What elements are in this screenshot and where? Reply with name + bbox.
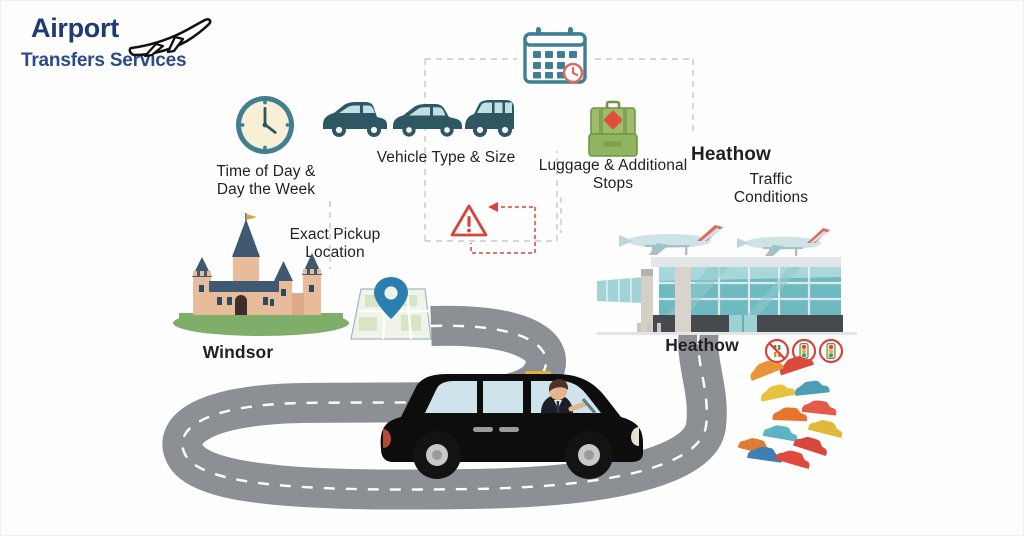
luggage-icon [588,100,638,157]
traffic-conditions-label: Traffic Conditions [701,171,841,208]
luggage-line2: Stops [592,175,634,193]
brand-line1: Airport [31,13,119,43]
airplane-left [619,225,723,255]
traffic-line1: Traffic [749,171,793,188]
jet-bridge [597,277,643,303]
time-of-day-line2: Day the Week [216,181,316,199]
calendar-icon [523,27,587,84]
arrow-head [488,202,498,212]
car-sedan [393,104,462,129]
castle-gate [235,295,247,315]
steering-wheel [581,398,597,414]
tail-light [383,429,391,448]
vehicle-type-line1: Vehicle Type & Size [376,149,516,166]
time-of-day-label: Time of Day & Day the Week [191,163,341,200]
pickup-line1: Exact Pickup [289,226,381,243]
pickup-line2: Location [305,244,365,262]
traffic-queue [737,352,845,470]
airport-terminal-illustration [597,225,857,335]
castle-roof [209,281,279,292]
airplane-right [737,228,830,256]
clock-icon [236,96,294,154]
time-of-day-line1: Time of Day & [216,163,316,180]
airplane-icon [128,18,212,58]
road-center-line [181,320,708,491]
destination-heading: Heathow [691,144,771,165]
castle-flag [246,214,257,220]
luggage-label: Luggage & Additional Stops [529,157,697,194]
prohibition-sign [764,338,790,364]
suitcase-diamond-badge [603,110,623,130]
queue-car [792,433,830,457]
queue-car [759,381,796,402]
queue-car [762,423,800,442]
car-window [339,105,360,113]
destination-label: Heathow [665,335,739,355]
cars-icon [323,100,514,137]
queue-car [801,399,838,416]
taxi-window-rear [425,381,477,413]
warning-connector [470,202,536,254]
traffic-line2: Conditions [733,189,809,207]
head-light [631,427,639,446]
black-taxi-cab [380,371,643,479]
traffic-light-icon-2 [818,338,844,364]
warning-triangle-icon [450,204,488,237]
map-pin-card [350,277,432,340]
queue-car [807,417,845,438]
luggage-line1: Luggage & Additional [538,157,688,174]
castle-spire [232,219,260,257]
taxi-window-mid [483,381,523,413]
brand-logo[interactable]: Airport Transfers Services [15,9,235,79]
windsor-castle-illustration [173,213,349,336]
origin-label: Windsor [202,342,274,362]
queue-car [794,379,830,396]
car-window [363,105,375,113]
vehicle-type-label: Vehicle Type & Size [351,149,541,167]
exact-pickup-label: Exact Pickup Location [259,226,411,263]
driver-figure [541,379,588,413]
